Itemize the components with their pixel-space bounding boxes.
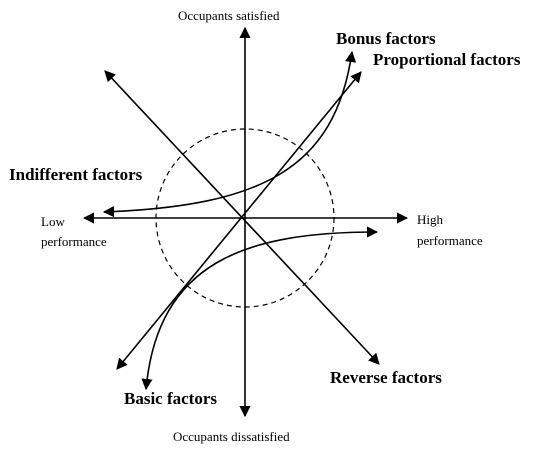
x-axis-left-label-line1: Low — [41, 214, 65, 229]
indifferent-factors-label: Indifferent factors — [9, 165, 143, 184]
x-axis-right-label-line1: High — [417, 212, 443, 227]
x-axis-left-label-line2: performance — [41, 234, 107, 249]
basic-factors-label: Basic factors — [124, 389, 218, 408]
proportional-factors-label: Proportional factors — [373, 50, 521, 69]
y-axis-bottom-label: Occupants dissatisfied — [173, 429, 290, 444]
x-axis-right-label-line2: performance — [417, 233, 483, 248]
bonus-factors-label: Bonus factors — [336, 29, 436, 48]
bonus-factors-curve — [102, 50, 357, 218]
reverse-factors-label: Reverse factors — [330, 368, 442, 387]
basic-factors-curve — [141, 226, 379, 391]
proportional-factors-line — [116, 71, 362, 370]
y-axis-top-label: Occupants satisfied — [178, 8, 280, 23]
